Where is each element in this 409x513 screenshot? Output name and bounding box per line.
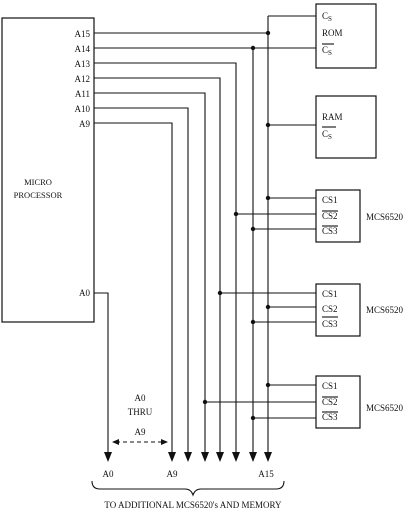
bus-arrow-a15 — [264, 452, 272, 462]
processor-title-2: PROCESSOR — [14, 190, 63, 200]
junction-dot — [250, 45, 256, 51]
wire-a12 — [94, 77, 221, 452]
wire-a11 — [94, 92, 206, 452]
chip3-label: MCS6520 — [366, 403, 404, 413]
bus-arrow-a11 — [201, 452, 209, 462]
rom-block — [315, 3, 377, 69]
wire-a10 — [94, 107, 189, 452]
range-arrow-left — [112, 439, 119, 445]
chip2-cs1: CS1 — [322, 289, 338, 299]
bus-label-a9: A9 — [167, 469, 178, 479]
chip3-cs1: CS1 — [322, 381, 338, 391]
chip3-cs3: CS3 — [322, 412, 338, 422]
chip2-cs3: CS3 — [322, 319, 338, 329]
chip3-cs2: CS2 — [322, 397, 338, 407]
range-label-a9: A9 — [135, 427, 146, 437]
bus-brace — [91, 480, 285, 497]
microprocessor-block — [1, 17, 95, 323]
junction-dot — [265, 122, 271, 128]
junction-dot — [265, 304, 271, 310]
bus-label-a0: A0 — [103, 469, 114, 479]
ram-cs: CS — [322, 129, 332, 141]
chip1-cs3: CS3 — [322, 226, 338, 236]
wire-a0 — [94, 292, 109, 452]
junction-dot — [233, 211, 239, 217]
pin-a14: A14 — [75, 44, 91, 54]
bus-arrow-a0 — [104, 452, 112, 462]
chip1-label: MCS6520 — [366, 212, 404, 222]
bus-arrow-a13 — [232, 452, 240, 462]
processor-title-1: MICRO — [24, 177, 52, 187]
junction-dot — [265, 382, 271, 388]
rom-cs-bottom: CS — [322, 45, 332, 57]
chip1-cs1: CS1 — [322, 195, 338, 205]
junction-dot — [250, 415, 256, 421]
chip1-cs2: CS2 — [322, 211, 338, 221]
footer-label: TO ADDITIONAL MCS6520's AND MEMORY — [104, 500, 282, 510]
rom-label: ROM — [322, 28, 343, 38]
chip2-cs2: CS2 — [322, 304, 338, 314]
bus-arrow-a10 — [184, 452, 192, 462]
junction-dot — [250, 319, 256, 325]
junction-dot — [265, 195, 271, 201]
rom-cs-top: CS — [322, 11, 332, 23]
junction-dot — [217, 290, 223, 296]
range-label-thru: THRU — [128, 407, 153, 417]
ram-label: RAM — [322, 112, 343, 122]
mcs6520-chip-2 — [315, 283, 361, 337]
pin-a13: A13 — [75, 59, 91, 69]
pin-a12: A12 — [75, 74, 91, 84]
mcs6520-chip-3 — [315, 375, 361, 429]
junction-dot — [250, 226, 256, 232]
range-label-a0: A0 — [135, 393, 146, 403]
pin-a9: A9 — [79, 119, 90, 129]
range-arrow-right — [161, 439, 168, 445]
chip2-label: MCS6520 — [366, 305, 404, 315]
bus-arrow-a14 — [249, 452, 257, 462]
junction-dot — [202, 399, 208, 405]
wire-a13 — [94, 62, 237, 452]
junction-dot — [265, 30, 271, 36]
bus-arrow-a9 — [168, 452, 176, 462]
bus-label-a15: A15 — [258, 469, 274, 479]
pin-a11: A11 — [75, 89, 90, 99]
pin-a0: A0 — [79, 288, 90, 298]
bus-arrow-a12 — [216, 452, 224, 462]
wire-a9 — [94, 122, 173, 452]
pin-a15: A15 — [75, 29, 91, 39]
pin-a10: A10 — [75, 104, 91, 114]
mcs6520-chip-1 — [315, 189, 361, 243]
